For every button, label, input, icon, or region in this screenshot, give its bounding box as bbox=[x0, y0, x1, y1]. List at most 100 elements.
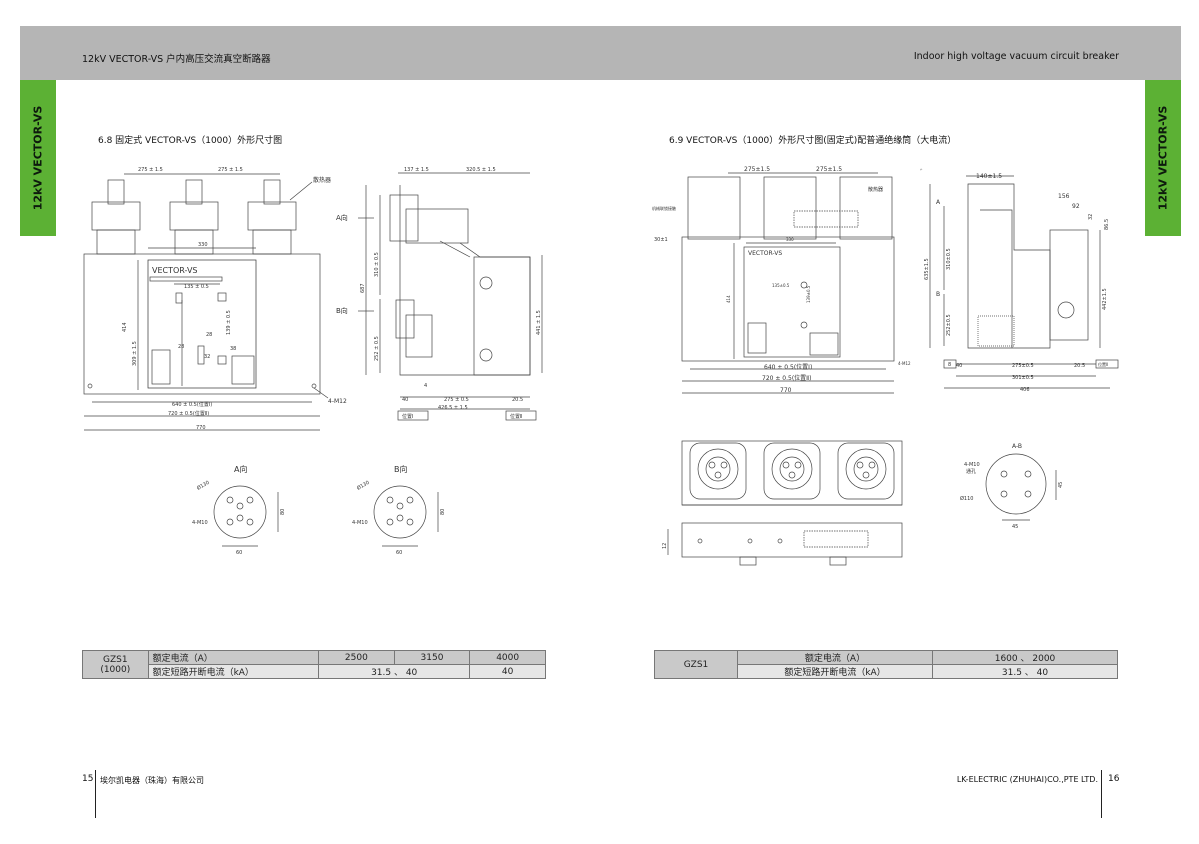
breaking-current-label: 额定短路开断电流（kA） bbox=[737, 664, 933, 679]
pole-3 bbox=[247, 179, 297, 255]
dim-635: 635±1.5 bbox=[924, 258, 930, 280]
dim-38: 38 bbox=[230, 346, 236, 352]
dim-414: 414 bbox=[122, 322, 128, 332]
pole-2 bbox=[169, 179, 219, 255]
footer-divider-left bbox=[95, 770, 96, 818]
rated-current-value-3: 4000 bbox=[469, 650, 546, 665]
dim-770: 770 bbox=[780, 387, 792, 394]
breaking-current-value-1: 31.5 、 40 bbox=[318, 664, 471, 679]
view-ab-drawing: A-B 4-M10 通孔 Ø110 45 45 bbox=[960, 443, 1064, 530]
view-a-title: A向 bbox=[234, 464, 247, 474]
dim-720: 720 ± 0.5(位置Ⅱ) bbox=[762, 374, 811, 382]
dim-140: 140±1.5 bbox=[976, 173, 1002, 180]
view-ab-width: 45 bbox=[1012, 524, 1018, 530]
side-tab-right: 12kV VECTOR-VS bbox=[1145, 80, 1181, 236]
header-right-title: Indoor high voltage vacuum circuit break… bbox=[913, 51, 1119, 62]
footer-divider-right bbox=[1101, 770, 1102, 818]
dim-28-a: 28 bbox=[206, 332, 212, 338]
heat-sink-label: 散热器 bbox=[868, 186, 883, 193]
dim-139: 139 ± 0.5 bbox=[226, 310, 232, 335]
left-side-drawing: 137 ± 1.5 320.5 ± 1.5 A向 B向 687 310 ± 0.… bbox=[336, 167, 543, 421]
model-name: GZS1 bbox=[102, 654, 128, 665]
dim-20-5: 20.5 bbox=[512, 397, 523, 403]
dim-135: 135±0.5 bbox=[772, 283, 790, 288]
view-b-bolt: 4-M10 bbox=[352, 520, 368, 526]
view-ab-diameter: Ø110 bbox=[960, 495, 973, 502]
dim-275-a: 275 ± 1.5 bbox=[138, 167, 163, 173]
breaking-current-value-2: 40 bbox=[469, 664, 546, 679]
view-ab-height: 45 bbox=[1058, 482, 1064, 488]
direction-b-label: B向 bbox=[336, 306, 348, 315]
insulator-3 bbox=[837, 442, 895, 500]
dim-687: 687 bbox=[360, 283, 366, 293]
dim-406: 406 bbox=[1020, 387, 1030, 393]
dim-28-b: 28 bbox=[178, 344, 184, 350]
dim-320: 320.5 ± 1.5 bbox=[466, 167, 496, 173]
dim-86-5: 86.5 bbox=[1104, 219, 1110, 230]
dim-8: 8 bbox=[948, 362, 951, 368]
breaking-current-value: 31.5 、 40 bbox=[932, 664, 1118, 679]
dim-4: 4 bbox=[424, 383, 427, 389]
view-ab-bolt: 4-M10 bbox=[964, 462, 980, 468]
dim-137: 137 ± 1.5 bbox=[404, 167, 429, 173]
dim-32: 32 bbox=[204, 354, 210, 360]
right-side-drawing: 140±1.5 156 92 32 86.5 A B 635±1.5 310±0… bbox=[920, 168, 1119, 393]
footer-company-en: LK-ELECTRIC (ZHUHAI)CO.,PTE LTD. bbox=[956, 775, 1098, 784]
label-a: A bbox=[936, 199, 941, 206]
dim-640: 640 ± 0.5(位置Ⅰ) bbox=[764, 363, 812, 371]
right-section-title: 6.9 VECTOR-VS（1000）外形尺寸图(固定式)配普通绝缘筒（大电流） bbox=[669, 136, 957, 146]
rated-current-label: 额定电流（A） bbox=[737, 650, 933, 665]
position-1: 位置Ⅰ bbox=[920, 168, 923, 171]
view-ab-title: A-B bbox=[1012, 443, 1022, 450]
insulator-2 bbox=[763, 442, 821, 500]
rated-current-value-2: 3150 bbox=[393, 650, 471, 665]
heat-sink-label: 散热器 bbox=[313, 176, 331, 184]
nameplate-text: VECTOR-VS bbox=[748, 250, 782, 257]
page-number-left: 15 bbox=[82, 774, 94, 784]
dim-426: 426.5 ± 1.5 bbox=[438, 405, 468, 411]
dim-139: 139±0.5 bbox=[806, 285, 811, 303]
page-number-right: 16 bbox=[1108, 774, 1120, 784]
right-bottom-drawing: 12 bbox=[662, 440, 903, 566]
dim-32: 32 bbox=[1088, 214, 1094, 220]
dim-330: 330 bbox=[198, 242, 208, 248]
view-b-width: 60 bbox=[396, 550, 402, 556]
header-band: 12kV VECTOR-VS 户内高压交流真空断路器 Indoor high v… bbox=[20, 26, 1181, 80]
dim-12: 12 bbox=[662, 543, 668, 549]
interlock-label: 机械联锁接触 bbox=[652, 205, 676, 211]
left-spec-table: GZS1 (1000) 额定电流（A） 2500 3150 4000 额定短路开… bbox=[82, 650, 546, 679]
view-b-diameter: Ø130 bbox=[356, 479, 371, 492]
side-tab-label: 12kV VECTOR-VS bbox=[1156, 105, 1170, 211]
dim-330: 330 bbox=[786, 237, 794, 242]
dim-275: 275±0.5 bbox=[1012, 363, 1034, 369]
right-spec-table: GZS1 额定电流（A） 1600 、 2000 额定短路开断电流（kA） 31… bbox=[654, 650, 1118, 679]
dim-275: 275 ± 0.5 bbox=[444, 397, 469, 403]
nameplate-text: VECTOR-VS bbox=[152, 266, 198, 275]
dim-92: 92 bbox=[1072, 203, 1080, 210]
dim-20-5: 20.5 bbox=[1074, 363, 1085, 369]
dim-720: 720 ± 0.5(位置Ⅱ) bbox=[168, 410, 209, 417]
dim-252: 252±0.5 bbox=[946, 314, 952, 336]
dim-275-b: 275 ± 1.5 bbox=[218, 167, 243, 173]
view-b-drawing: B向 Ø130 4-M10 80 60 bbox=[352, 464, 446, 556]
view-a-width: 60 bbox=[236, 550, 242, 556]
dim-310: 310±0.5 bbox=[946, 248, 952, 270]
rated-current-value-1: 2500 bbox=[318, 650, 395, 665]
dim-301: 301±0.5 bbox=[1012, 375, 1034, 381]
rated-current-value: 1600 、 2000 bbox=[932, 650, 1118, 665]
position-2: 位置Ⅱ bbox=[510, 413, 522, 420]
left-front-drawing: 275 ± 1.5 275 ± 1.5 散热器 330 VECTOR-VS 13… bbox=[83, 167, 347, 431]
dim-770: 770 bbox=[196, 425, 206, 431]
view-a-bolt: 4-M10 bbox=[192, 520, 208, 526]
bolt-spec: 4-M12 bbox=[898, 361, 911, 366]
position-2: 位置Ⅱ bbox=[1098, 361, 1108, 367]
pole-1 bbox=[91, 179, 141, 255]
dim-441: 441 ± 1.5 bbox=[536, 310, 542, 335]
view-ab-through-hole: 通孔 bbox=[966, 468, 976, 475]
dim-252: 252 ± 0.5 bbox=[374, 336, 380, 361]
dim-40: 40 bbox=[402, 397, 408, 403]
dim-640: 640 ± 0.5(位置Ⅰ) bbox=[172, 401, 212, 408]
header-left-title: 12kV VECTOR-VS 户内高压交流真空断路器 bbox=[82, 54, 271, 65]
position-1: 位置Ⅰ bbox=[402, 413, 413, 420]
view-a-drawing: A向 Ø130 4-M10 80 60 bbox=[192, 464, 286, 556]
